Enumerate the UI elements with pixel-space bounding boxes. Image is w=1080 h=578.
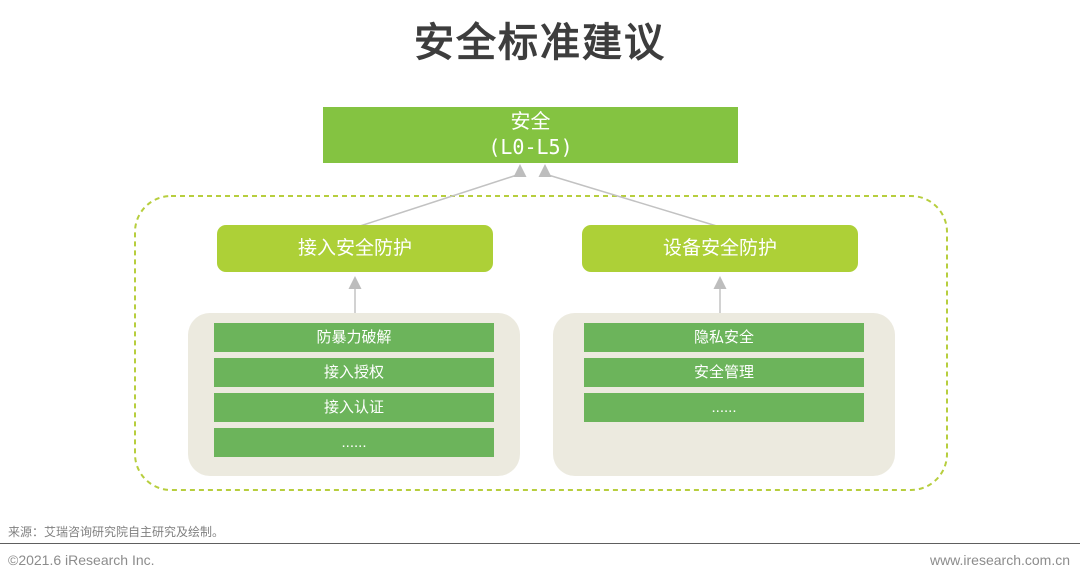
- item-bar-anti-brute-force: 防暴力破解: [214, 323, 494, 352]
- root-node-level-range: (L0-L5): [488, 135, 573, 159]
- node-access-security-protection: 接入安全防护: [217, 225, 493, 272]
- arrow-up-icon: [713, 276, 727, 289]
- website-url: www.iresearch.com.cn: [929, 552, 1070, 568]
- copyright-text: ©2021.6 iResearch Inc.: [8, 552, 155, 568]
- group-access-security-items: 防暴力破解 接入授权 接入认证 ......: [188, 313, 520, 476]
- connector-right-group-to-branch: [713, 276, 727, 313]
- item-bar-access-authorization: 接入授权: [214, 358, 494, 387]
- arrow-up-icon: [348, 276, 362, 289]
- item-bar-security-management: 安全管理: [584, 358, 864, 387]
- page-title: 安全标准建议: [414, 21, 666, 65]
- arrow-up-icon: [513, 164, 527, 177]
- footer-divider: [0, 543, 1080, 544]
- arrow-up-icon: [538, 164, 552, 177]
- connector-left-group-to-branch: [348, 276, 362, 313]
- node-security-root: 安全 (L0-L5): [323, 107, 738, 163]
- node-device-security-protection: 设备安全防护: [582, 225, 858, 272]
- connector-left-branch-to-root: [356, 164, 527, 228]
- item-bar-ellipsis: ......: [214, 428, 494, 457]
- root-node-label: 安全: [510, 111, 551, 133]
- item-bar-ellipsis: ......: [584, 393, 864, 422]
- connector-right-branch-to-root: [538, 164, 721, 228]
- item-bar-privacy-security: 隐私安全: [584, 323, 864, 352]
- group-device-security-items: 隐私安全 安全管理 ......: [553, 313, 895, 476]
- source-note: 来源：艾瑞咨询研究院自主研究及绘制。: [8, 525, 225, 539]
- item-bar-access-authentication: 接入认证: [214, 393, 494, 422]
